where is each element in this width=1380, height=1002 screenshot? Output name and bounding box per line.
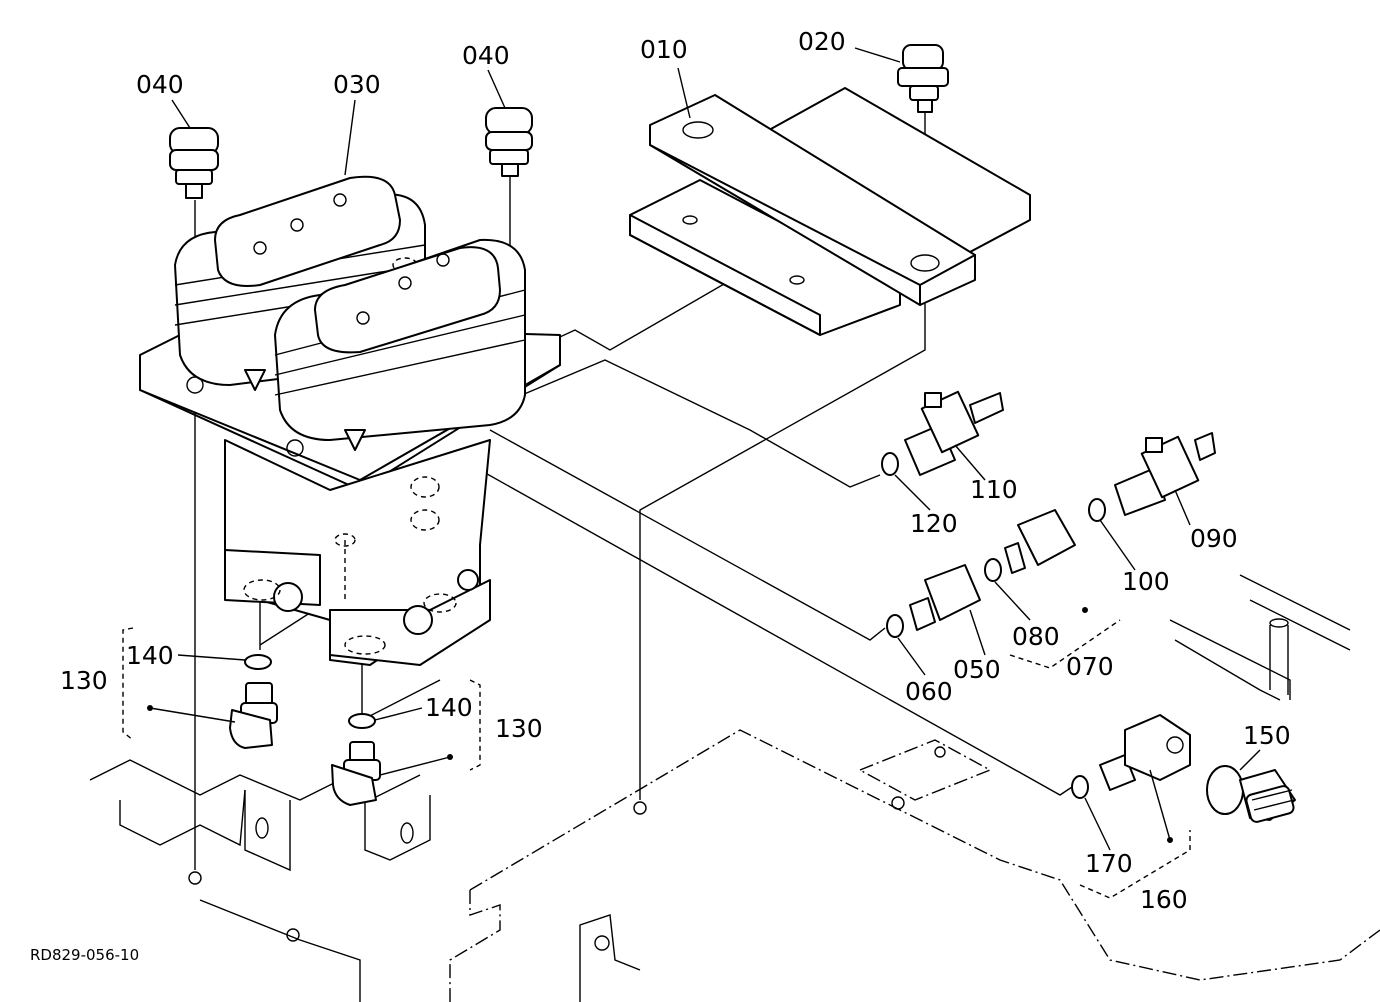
part-090-fitting [1088,432,1216,522]
label-050: 050 [953,655,1001,684]
label-100: 100 [1122,567,1170,596]
part-130-elbow-left [147,654,278,749]
part-040-knob-right [485,107,533,177]
label-150: 150 [1243,721,1291,750]
label-160: 160 [1140,885,1188,914]
label-080: 080 [1012,622,1060,651]
chassis-outline [89,574,1380,1002]
part-020-bolt [897,44,949,113]
part-070-fitting [984,509,1076,582]
label-130-left: 130 [60,666,108,695]
label-130-right: 130 [495,714,543,743]
reference-code: RD829-056-10 [30,946,139,964]
label-110: 110 [970,475,1018,504]
part-050-fitting [886,564,981,638]
part-130-elbow-right [331,713,453,806]
part-010-bracket [629,87,1031,336]
label-010: 010 [640,35,688,64]
part-040-knob-left [169,127,219,199]
label-040-right: 040 [462,41,510,70]
label-170: 170 [1085,849,1133,878]
label-140-right: 140 [425,693,473,722]
label-070: 070 [1066,652,1114,681]
label-090: 090 [1190,524,1238,553]
label-030: 030 [333,70,381,99]
part-160-tee [1071,714,1191,843]
part-110-fitting [881,390,1004,476]
label-020: 020 [798,27,846,56]
label-120: 120 [910,509,958,538]
label-140-left: 140 [126,641,174,670]
part-labels: 010 020 030 040 040 050 060 070 080 090 … [30,27,1291,964]
part-030-pilot-valve [139,175,561,666]
part-150-sensor [1206,765,1296,823]
label-060: 060 [905,677,953,706]
label-040-left: 040 [136,70,184,99]
callout-leaders [122,47,1261,899]
